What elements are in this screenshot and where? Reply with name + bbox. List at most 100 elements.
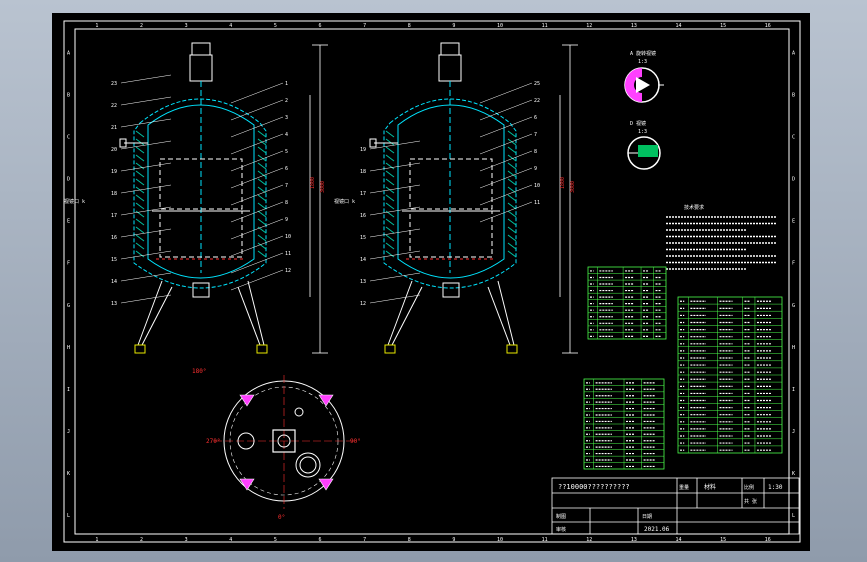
border-number: 9 xyxy=(452,23,455,29)
left-vessel-elevation xyxy=(119,42,268,354)
callout-number: 13 xyxy=(111,301,117,307)
hatch-line xyxy=(507,242,517,250)
left-height-dimensions xyxy=(309,44,328,354)
border-letter: F xyxy=(792,261,795,267)
title-sheet-label: 共 张 xyxy=(744,498,757,505)
callout-number: 7 xyxy=(534,132,537,138)
right-inner-shell xyxy=(397,104,505,279)
hatch-line xyxy=(385,218,395,226)
callout-number: 13 xyxy=(360,279,366,285)
border-letter: G xyxy=(67,303,70,309)
border-number: 7 xyxy=(363,23,366,29)
hatch-line xyxy=(507,154,517,162)
border-letter: G xyxy=(792,303,795,309)
drawing-canvas[interactable]: 1122334455667788991010111112121313141415… xyxy=(52,13,810,551)
callout-number: 14 xyxy=(360,257,366,263)
callout-number: 10 xyxy=(285,234,291,240)
hatch-line xyxy=(507,218,517,226)
left-bottom-outlet xyxy=(192,282,210,298)
callout-number: 15 xyxy=(360,235,366,241)
title-drawn-label: 制图 xyxy=(556,513,566,520)
hatch-line xyxy=(385,242,395,250)
plan-angle-0: 0° xyxy=(278,514,285,521)
support-lug xyxy=(318,394,334,407)
right-leg-a xyxy=(387,280,413,346)
right-sight-port-label: 视镜口 k xyxy=(334,198,355,205)
border-number: 1 xyxy=(95,537,98,543)
hatch-line xyxy=(385,178,395,186)
border-letter: H xyxy=(792,345,795,351)
plan-nozzle-small xyxy=(294,407,304,417)
hatch-line xyxy=(135,170,145,178)
border-letter: B xyxy=(67,92,70,98)
left-foot-b xyxy=(256,344,268,354)
left-leg-b2 xyxy=(237,286,261,346)
hatch-line xyxy=(507,170,517,178)
hatch-line xyxy=(507,146,517,154)
border-letter: A xyxy=(67,50,70,56)
border-number: 11 xyxy=(542,23,548,29)
border-number: 12 xyxy=(586,23,592,29)
border-number: 8 xyxy=(408,537,411,543)
left-leg-b xyxy=(247,280,265,346)
callout-number: 21 xyxy=(111,125,117,131)
callout-number: 14 xyxy=(111,279,117,285)
right-dim-3000: 3000 xyxy=(570,181,576,193)
hatch-line xyxy=(257,250,267,258)
border-letter: I xyxy=(792,387,795,393)
hatch-line xyxy=(507,226,517,234)
border-number: 5 xyxy=(274,537,277,543)
left-leg-a2 xyxy=(141,286,173,346)
callout-number: 23 xyxy=(111,81,117,87)
callout-number: 19 xyxy=(111,169,117,175)
hatch-line xyxy=(507,234,517,242)
callout-number: 9 xyxy=(285,217,288,223)
hatch-line xyxy=(385,194,395,202)
callout-number: 9 xyxy=(534,166,537,172)
border-number: 5 xyxy=(274,23,277,29)
border-letter: L xyxy=(67,513,70,519)
hatch-line xyxy=(257,162,267,170)
hatch-line xyxy=(385,234,395,242)
right-height-dimensions xyxy=(559,44,578,354)
plan-support-lugs xyxy=(239,394,334,491)
hatch-line xyxy=(135,226,145,234)
border-number: 8 xyxy=(408,23,411,29)
hatch-line xyxy=(257,218,267,226)
hatch-line xyxy=(257,146,267,154)
border-number: 16 xyxy=(765,23,771,29)
tech-requirements-text xyxy=(666,216,776,270)
hatch-line xyxy=(257,170,267,178)
border-number: 13 xyxy=(631,537,637,543)
support-lug xyxy=(239,478,255,491)
hatch-line xyxy=(507,130,517,138)
border-letter: C xyxy=(67,134,70,140)
plan-angle-180: 180° xyxy=(192,368,206,375)
border-number: 9 xyxy=(452,537,455,543)
plan-nozzle-left xyxy=(237,432,255,450)
support-lug xyxy=(239,394,255,407)
right-dim-1800: 1800 xyxy=(560,177,566,189)
hatch-line xyxy=(257,178,267,186)
callout-number: 20 xyxy=(111,147,117,153)
callout-number: 4 xyxy=(285,132,288,138)
hatch-line xyxy=(507,162,517,170)
right-jacket xyxy=(383,98,517,289)
right-foot-a xyxy=(384,344,396,354)
sheet-background xyxy=(52,13,810,551)
right-foot-b xyxy=(506,344,518,354)
border-number: 16 xyxy=(765,537,771,543)
callout-number: 15 xyxy=(111,257,117,263)
hatch-line xyxy=(135,218,145,226)
border-number: 6 xyxy=(318,537,321,543)
left-leg-a xyxy=(137,280,163,346)
hatch-line xyxy=(385,130,395,138)
title-material-label: 材料 xyxy=(704,483,716,491)
right-insulation xyxy=(385,130,517,258)
hatch-line xyxy=(135,146,145,154)
right-leg-b2 xyxy=(487,286,511,346)
border-letter: A xyxy=(792,50,795,56)
title-scale-label: 比例 xyxy=(744,484,754,491)
tech-requirements-title: 技术要求 xyxy=(684,204,704,211)
